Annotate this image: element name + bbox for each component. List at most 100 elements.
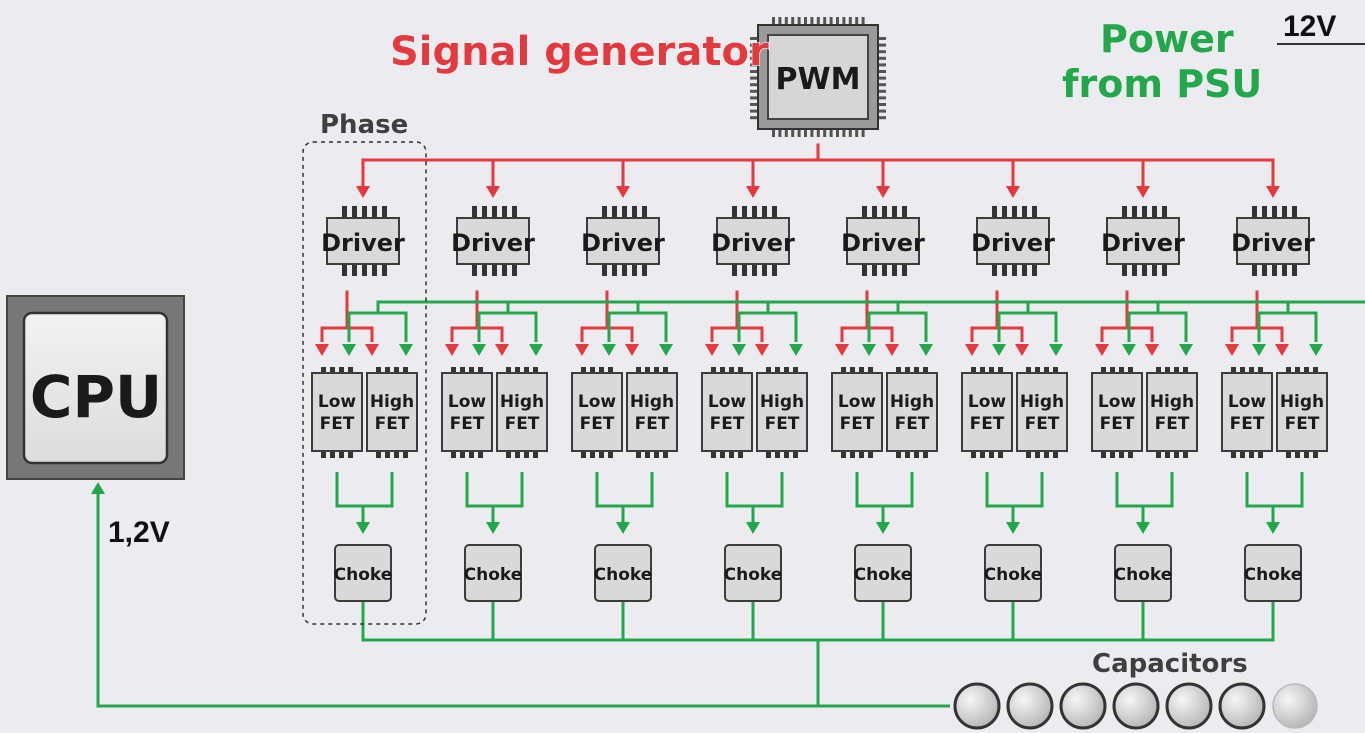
- high-fet-body: [626, 372, 678, 452]
- driver-pin: [992, 206, 997, 218]
- output-voltage-label: 1,2V: [108, 516, 170, 549]
- low-fet-pin: [1240, 367, 1245, 373]
- fet-gate-wire: [970, 326, 1024, 342]
- low-fet-pin: [451, 367, 456, 373]
- arrow-head: [495, 344, 509, 356]
- driver-pin: [352, 206, 357, 218]
- low-fet-body: [1221, 372, 1273, 452]
- driver-body: [846, 217, 920, 265]
- pwm-chip: PWM: [750, 17, 886, 137]
- choke-body: [724, 544, 782, 602]
- high-fet-label-1: High: [760, 392, 804, 412]
- pwm-pin: [861, 17, 865, 25]
- driver-label: Driver: [321, 229, 405, 257]
- high-fet-pin: [524, 367, 529, 373]
- pwm-pin: [878, 116, 886, 120]
- driver-pin: [342, 264, 347, 276]
- high-fet-pin: [775, 451, 780, 458]
- pwm-pin: [878, 63, 886, 67]
- pwm-pin: [878, 56, 886, 60]
- driver-pin: [472, 264, 477, 276]
- low-fet-pin: [850, 367, 855, 373]
- low-fet-pin: [738, 367, 743, 373]
- capacitor: [1006, 682, 1054, 730]
- pwm-pin: [778, 129, 782, 137]
- capacitor: [1272, 683, 1318, 729]
- low-fet-pin: [321, 451, 326, 458]
- arrow-head: [1095, 344, 1109, 356]
- driver-pin: [752, 206, 757, 218]
- driver-pin: [1252, 264, 1257, 276]
- high-fet-pin: [775, 367, 780, 373]
- low-fet-pin: [1119, 451, 1124, 458]
- choke-body: [984, 544, 1042, 602]
- driver-pin: [992, 264, 997, 276]
- high-fet-label-1: High: [1020, 392, 1064, 412]
- low-fet-body: [441, 372, 493, 452]
- pwm-pin: [829, 17, 833, 25]
- capacitor: [1218, 682, 1266, 730]
- arrow-head: [1049, 344, 1063, 356]
- driver-pin: [1252, 206, 1257, 218]
- arrow-head: [315, 344, 329, 356]
- high-fet-pin: [654, 451, 659, 458]
- driver-pin: [362, 264, 367, 276]
- pwm-pin: [842, 129, 846, 137]
- arrow-head: [399, 344, 413, 356]
- arrow-head: [602, 344, 616, 356]
- driver-pin: [892, 264, 897, 276]
- pwm-pin: [750, 103, 758, 106]
- choke-label: Choke: [854, 565, 913, 585]
- choke-label: Choke: [464, 565, 523, 585]
- high-fet-pin: [1174, 451, 1179, 458]
- arrow-head: [486, 522, 500, 534]
- cpu-label: CPU: [30, 363, 162, 431]
- driver-pin: [742, 206, 747, 218]
- power-from-psu-label-line1: Power: [1100, 17, 1234, 61]
- low-fet-pin: [1101, 451, 1106, 458]
- driver-body: [716, 217, 790, 265]
- signal-wires: [315, 143, 1289, 356]
- driver-pin: [1282, 264, 1287, 276]
- high-fet-label-1: High: [500, 392, 544, 412]
- high-fet-body: [366, 372, 418, 452]
- pwm-pin: [804, 17, 807, 25]
- pwm-pin: [878, 89, 886, 93]
- arrow-head: [472, 344, 486, 356]
- low-fet-pin: [1110, 367, 1115, 373]
- low-fet-pin: [590, 367, 595, 373]
- arrow-head: [1136, 186, 1150, 198]
- driver-pin: [1262, 206, 1267, 218]
- high-fet-pin: [654, 367, 659, 373]
- high-fet-pin: [394, 367, 399, 373]
- driver-pin: [482, 206, 487, 218]
- pwm-pin: [772, 17, 775, 25]
- driver-pin: [1272, 206, 1277, 218]
- low-fet-pin: [469, 451, 474, 458]
- driver-label: Driver: [1231, 229, 1315, 257]
- fet-power-wire: [1127, 311, 1188, 342]
- driver-pin: [1122, 206, 1127, 218]
- high-fet-label-2: FET: [375, 414, 410, 434]
- pwm-pin: [750, 83, 758, 87]
- low-fet-pin: [998, 451, 1003, 458]
- arrow-head: [575, 344, 589, 356]
- driver-pin: [512, 264, 517, 276]
- driver-pin: [372, 206, 377, 218]
- low-fet-label-1: Low: [708, 392, 747, 412]
- arrow-head: [1266, 522, 1280, 534]
- driver-label: Driver: [451, 229, 535, 257]
- capacitor: [953, 682, 1001, 730]
- pwm-pin: [797, 17, 801, 25]
- high-fet-body: [496, 372, 548, 452]
- arrow-head: [1266, 186, 1280, 198]
- fet-power-wire: [607, 311, 668, 342]
- low-fet-pin: [729, 367, 734, 373]
- low-fet-pin: [1231, 367, 1236, 373]
- high-fet-pin: [1156, 451, 1161, 458]
- driver-pin: [342, 206, 347, 218]
- low-fet-pin: [599, 451, 604, 458]
- pwm-pin: [750, 37, 758, 40]
